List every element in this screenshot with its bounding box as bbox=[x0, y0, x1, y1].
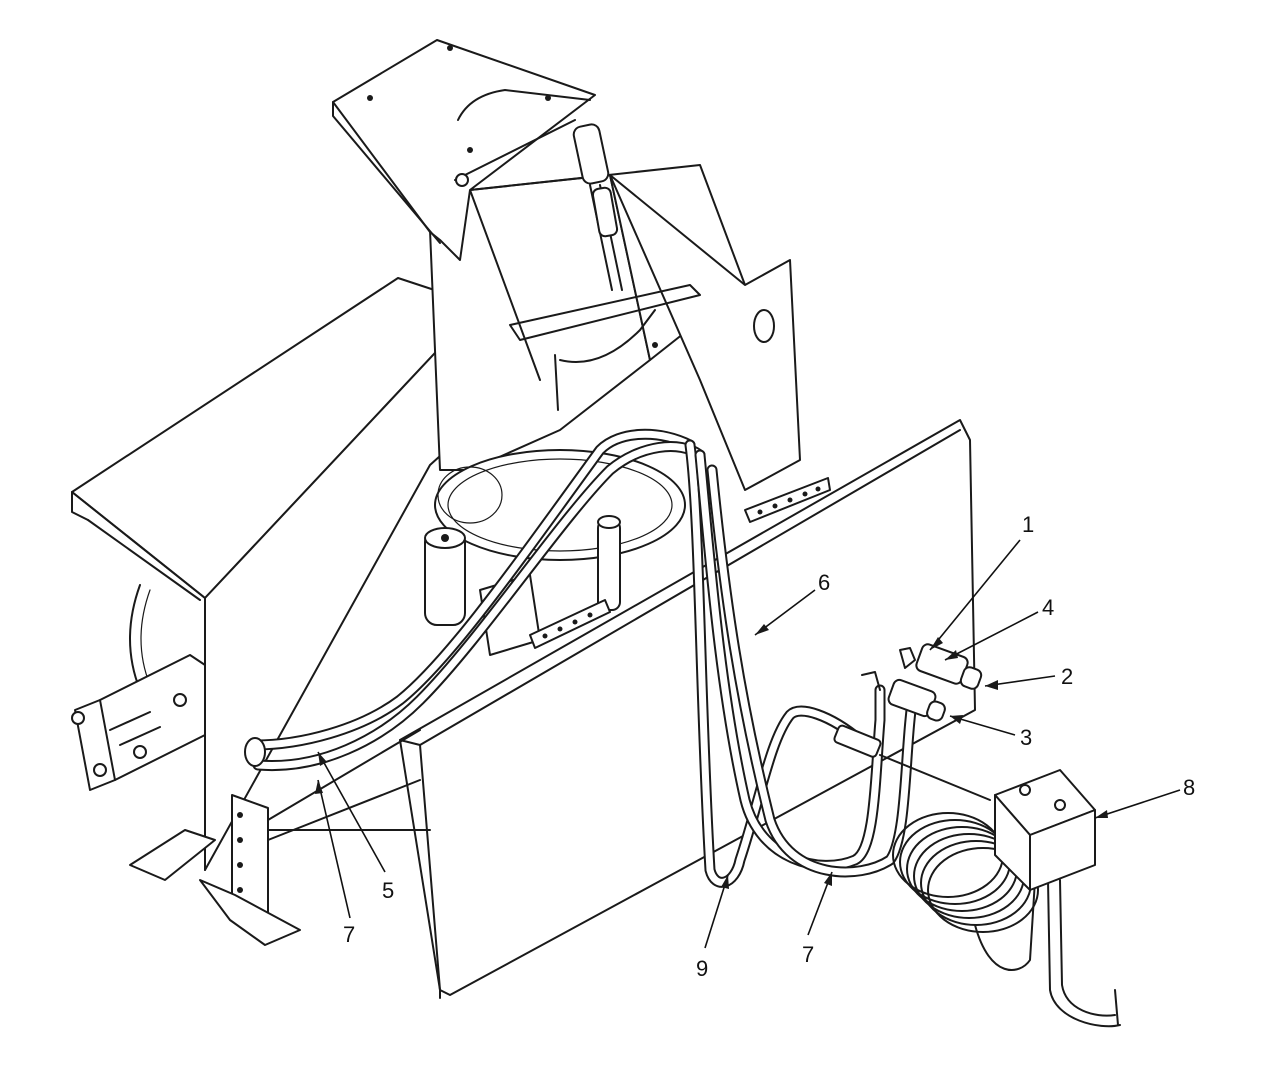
callout-9: 9 bbox=[696, 956, 708, 981]
leader-1 bbox=[929, 539, 1021, 651]
discharge-chute bbox=[332, 39, 801, 491]
coupler-lower bbox=[861, 671, 946, 722]
callout-2: 2 bbox=[1061, 664, 1073, 689]
callout-1: 1 bbox=[1022, 512, 1034, 537]
side-panel bbox=[399, 419, 976, 999]
support-stand bbox=[129, 729, 431, 946]
callout-5: 5 bbox=[382, 878, 394, 903]
leader-4 bbox=[944, 611, 1039, 661]
mount-strip-upper bbox=[744, 477, 831, 523]
hydraulic-hoses bbox=[244, 428, 918, 888]
callout-8: 8 bbox=[1183, 775, 1195, 800]
callout-4: 4 bbox=[1042, 595, 1054, 620]
coiled-cable bbox=[879, 754, 1121, 1028]
leader-7-left bbox=[317, 779, 351, 919]
callout-7-left: 7 bbox=[343, 922, 355, 947]
callout-leaders bbox=[315, 539, 1181, 949]
leader-8 bbox=[1094, 789, 1181, 819]
mount-strip-lower bbox=[529, 599, 611, 649]
control-box bbox=[994, 769, 1096, 891]
callout-7-right: 7 bbox=[802, 942, 814, 967]
callout-labels: 1 4 2 3 6 8 9 7 5 7 bbox=[343, 512, 1195, 981]
callout-6: 6 bbox=[818, 570, 830, 595]
drive-gearbox bbox=[71, 654, 206, 791]
leader-5 bbox=[317, 751, 386, 873]
callout-3: 3 bbox=[1020, 725, 1032, 750]
